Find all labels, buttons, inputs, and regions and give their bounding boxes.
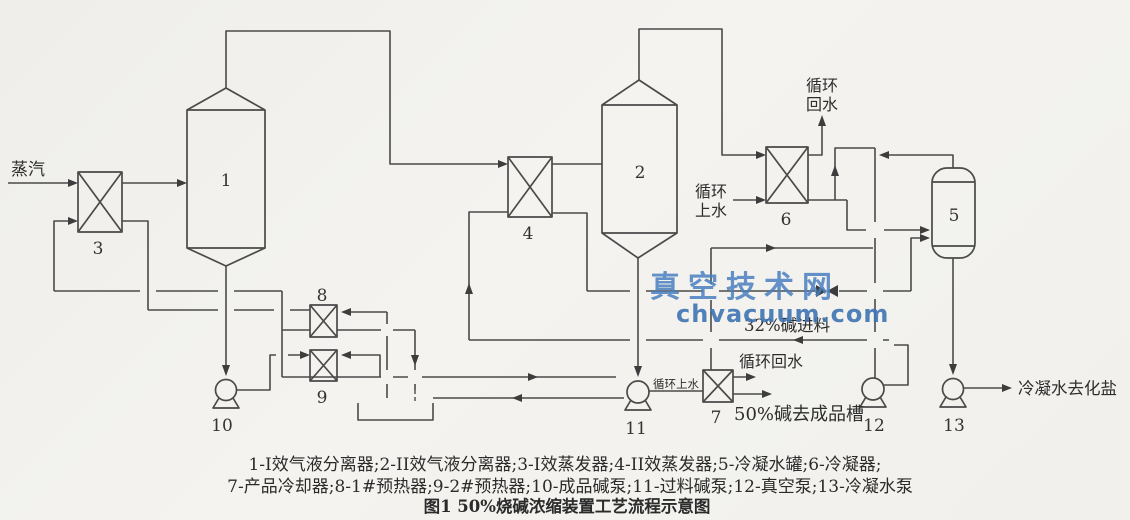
- label-steam: 蒸汽: [11, 160, 45, 180]
- equipment-number-7: 7: [711, 408, 722, 428]
- label-condensate-out: 冷凝水去化盐: [1018, 379, 1117, 398]
- equipment-number-11: 11: [625, 419, 647, 439]
- watermark-site-url: chvacuum.com: [676, 300, 889, 328]
- figure-legend: 1-I效气液分离器;2-II效气液分离器;3-I效蒸发器;4-II效蒸发器;5-…: [227, 455, 913, 516]
- vacuum-pump-12: [859, 377, 887, 408]
- equipment-number-4: 4: [523, 224, 534, 244]
- watermark: 真空技术网 chvacuum.com: [650, 270, 889, 328]
- label-circ-supply-2: 上水: [695, 201, 727, 220]
- equipment-number-5: 5: [949, 206, 960, 226]
- equipment-number-6: 6: [781, 210, 792, 230]
- flow-arrows: [68, 115, 1012, 402]
- condensate-pump-13: [939, 377, 967, 408]
- equipment-number-9: 9: [317, 388, 328, 408]
- equipment-number-12: 12: [863, 416, 885, 436]
- preheater-9: [309, 349, 338, 382]
- evaporator-3: [77, 171, 123, 233]
- condensate-tank-5: [931, 167, 976, 259]
- valve-icon: [816, 285, 838, 297]
- product-cooler-7: [702, 369, 734, 403]
- equipment-number-3: 3: [93, 239, 104, 259]
- equipment-number-8: 8: [317, 286, 328, 306]
- label-circ-return-top-2: 回水: [806, 95, 838, 114]
- legend-line-2: 7-产品冷却器;8-1#预热器;9-2#预热器;10-成品碱泵;11-过料碱泵;…: [227, 477, 913, 497]
- watermark-site-name: 真空技术网: [650, 270, 840, 305]
- label-feed-32: 32%碱进料: [744, 316, 830, 335]
- label-circ-supply-1: 循环: [695, 182, 727, 201]
- figure-caption: 图1 50%烧碱浓缩装置工艺流程示意图: [424, 496, 711, 516]
- separator-vessel-2: [601, 79, 678, 259]
- transfer-pump-11: [624, 380, 652, 411]
- label-circ-supply-inline: 循环上水: [653, 377, 699, 391]
- product-pump-10: [212, 378, 240, 409]
- preheater-8: [309, 304, 338, 338]
- legend-line-1: 1-I效气液分离器;2-II效气液分离器;3-I效蒸发器;4-II效蒸发器;5-…: [248, 455, 881, 475]
- equipment-number-13: 13: [943, 416, 965, 436]
- label-product-50: 50%碱去成品槽: [734, 404, 864, 425]
- separator-vessel-1: [186, 87, 266, 267]
- condenser-6: [765, 146, 809, 204]
- label-circ-return-top-1: 循环: [806, 76, 838, 95]
- pipes: [8, 28, 1004, 421]
- equipment-number-10: 10: [211, 416, 233, 436]
- evaporator-4: [507, 156, 553, 218]
- equipment-number-1: 1: [221, 171, 232, 191]
- label-circ-return-hx7: 循环回水: [739, 352, 803, 371]
- equipment-number-2: 2: [635, 163, 646, 183]
